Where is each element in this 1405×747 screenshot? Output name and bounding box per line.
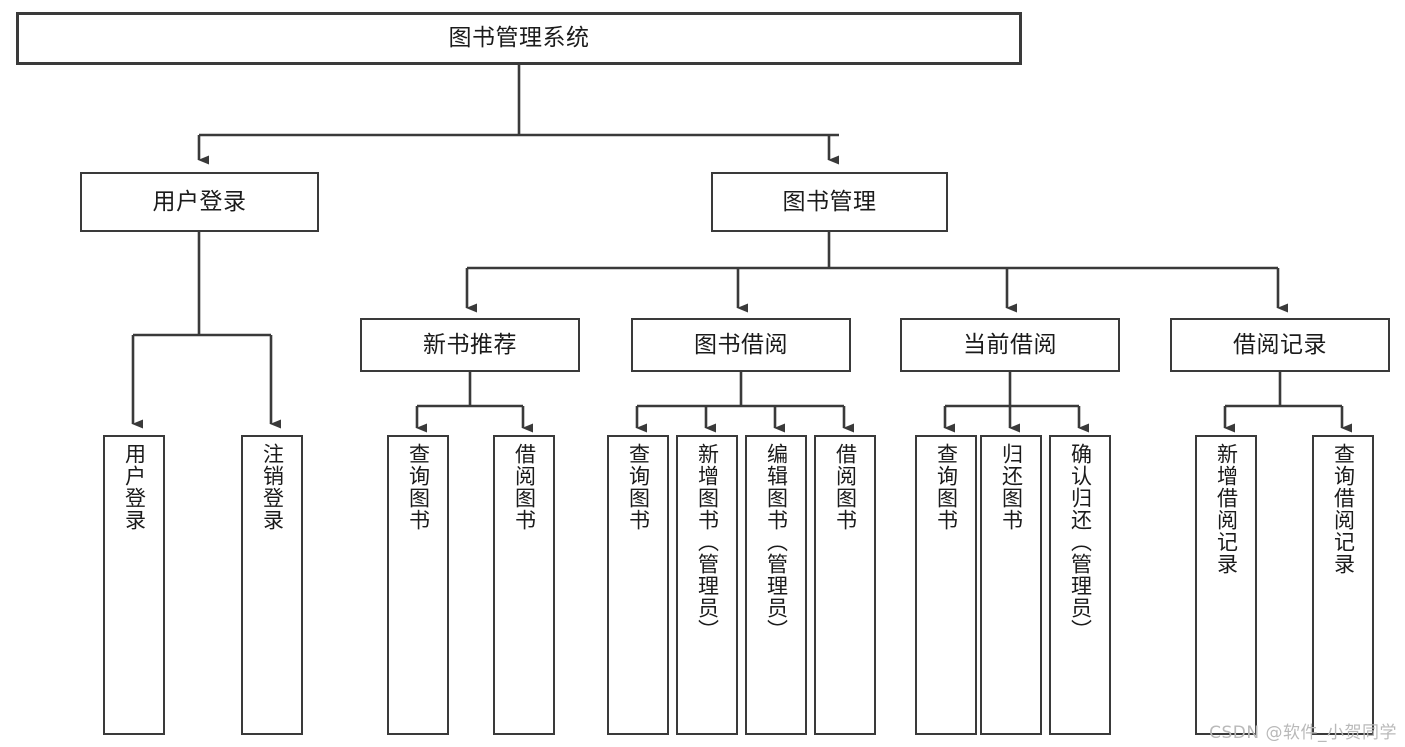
leaf-confirm-return-admin[interactable]: 确认归还（管理员） bbox=[1049, 435, 1111, 735]
node-root-book-management-system[interactable]: 图书管理系统 bbox=[16, 12, 1022, 65]
node-label: 新增图书（管理员） bbox=[695, 443, 720, 641]
node-label: 查询图书 bbox=[626, 443, 651, 531]
node-book-management[interactable]: 图书管理 bbox=[711, 172, 948, 232]
csdn-watermark: CSDN @软件_小贺同学 bbox=[1209, 723, 1397, 743]
node-label: 编辑图书（管理员） bbox=[764, 443, 789, 641]
node-label: 新增借阅记录 bbox=[1214, 443, 1239, 575]
leaf-add-book-admin[interactable]: 新增图书（管理员） bbox=[676, 435, 738, 735]
leaf-borrow-book-new-recommend[interactable]: 借阅图书 bbox=[493, 435, 555, 735]
node-label: 图书管理系统 bbox=[448, 25, 590, 52]
leaf-user-login[interactable]: 用户登录 bbox=[103, 435, 165, 735]
node-label: 用户登录 bbox=[152, 188, 247, 215]
node-label: 用户登录 bbox=[122, 443, 147, 531]
node-label: 当前借阅 bbox=[963, 331, 1057, 358]
leaf-user-logout[interactable]: 注销登录 bbox=[241, 435, 303, 735]
node-current-borrow[interactable]: 当前借阅 bbox=[900, 318, 1120, 372]
node-label: 新书推荐 bbox=[423, 331, 517, 358]
node-label: 归还图书 bbox=[999, 443, 1024, 531]
leaf-add-borrow-record[interactable]: 新增借阅记录 bbox=[1195, 435, 1257, 735]
node-label: 注销登录 bbox=[260, 443, 285, 531]
node-new-book-recommend[interactable]: 新书推荐 bbox=[360, 318, 580, 372]
leaf-edit-book-admin[interactable]: 编辑图书（管理员） bbox=[745, 435, 807, 735]
node-user-login[interactable]: 用户登录 bbox=[80, 172, 319, 232]
node-label: 查询图书 bbox=[934, 443, 959, 531]
node-label: 图书借阅 bbox=[694, 331, 788, 358]
leaf-return-book[interactable]: 归还图书 bbox=[980, 435, 1042, 735]
leaf-query-borrow-record[interactable]: 查询借阅记录 bbox=[1312, 435, 1374, 735]
node-label: 图书管理 bbox=[782, 188, 877, 215]
node-label: 借阅图书 bbox=[833, 443, 858, 531]
node-label: 查询借阅记录 bbox=[1331, 443, 1356, 575]
leaf-query-book-new-recommend[interactable]: 查询图书 bbox=[387, 435, 449, 735]
node-borrow-record[interactable]: 借阅记录 bbox=[1170, 318, 1390, 372]
node-label: 借阅图书 bbox=[512, 443, 537, 531]
leaf-borrow-book[interactable]: 借阅图书 bbox=[814, 435, 876, 735]
node-book-borrow[interactable]: 图书借阅 bbox=[631, 318, 851, 372]
node-label: 确认归还（管理员） bbox=[1068, 443, 1093, 641]
leaf-query-book-current[interactable]: 查询图书 bbox=[915, 435, 977, 735]
leaf-query-book-borrow[interactable]: 查询图书 bbox=[607, 435, 669, 735]
node-label: 借阅记录 bbox=[1233, 331, 1327, 358]
node-label: 查询图书 bbox=[406, 443, 431, 531]
